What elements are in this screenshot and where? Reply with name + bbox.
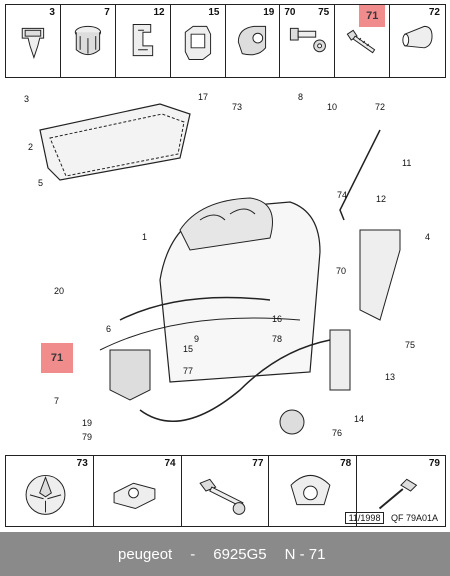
callout-77: 77 bbox=[183, 366, 193, 376]
callout-74: 74 bbox=[337, 190, 347, 200]
exploded-diagram: 1 2 3 4 5 6 7 8 9 10 11 12 13 14 15 16 1… bbox=[24, 92, 430, 442]
part-cell-19: 19 bbox=[226, 5, 281, 77]
callout-4: 4 bbox=[425, 232, 430, 242]
callout-2: 2 bbox=[28, 142, 33, 152]
stamp-ref: QF 79A01A bbox=[390, 513, 438, 523]
callout-73: 73 bbox=[232, 102, 242, 112]
part-cell-78: 78 bbox=[269, 456, 358, 526]
bottom-parts-grid: 73 74 77 78 79 bbox=[5, 455, 446, 527]
bracket-clip-icon bbox=[132, 23, 153, 57]
callout-78: 78 bbox=[272, 334, 282, 344]
part-cell-15: 15 bbox=[171, 5, 226, 77]
callout-19: 19 bbox=[82, 418, 92, 428]
part-cell-73: 73 bbox=[6, 456, 94, 526]
hood-panel bbox=[39, 103, 191, 181]
callout-3: 3 bbox=[24, 94, 29, 104]
callout-8: 8 bbox=[298, 92, 303, 102]
footer-separator: - bbox=[190, 545, 196, 563]
callout-20: 20 bbox=[54, 286, 64, 296]
highlight-71-left: 71 bbox=[41, 343, 73, 373]
callout-79: 79 bbox=[82, 432, 92, 442]
callout-9: 9 bbox=[194, 334, 199, 344]
callout-6: 6 bbox=[106, 324, 111, 334]
bolt-washer-icon bbox=[290, 27, 327, 53]
callout-5: 5 bbox=[38, 178, 43, 188]
callout-7: 7 bbox=[54, 396, 59, 406]
part-number: 15 bbox=[208, 7, 220, 18]
screw-icon bbox=[346, 29, 376, 54]
latch bbox=[109, 349, 151, 401]
callout-16: 16 bbox=[272, 314, 282, 324]
part-number: 78 bbox=[340, 458, 352, 469]
callout-11: 11 bbox=[402, 158, 411, 168]
part-number: 75 bbox=[318, 7, 330, 18]
self-tapping-screw-icon bbox=[198, 478, 245, 515]
part-cell-77: 77 bbox=[182, 456, 270, 526]
top-parts-grid: 3 7 12 15 19 70 75 71 72 bbox=[5, 4, 446, 78]
callout-70: 70 bbox=[336, 266, 346, 276]
part-cell-70: 70 75 bbox=[280, 5, 336, 77]
callout-76: 76 bbox=[332, 428, 342, 438]
callout-12: 12 bbox=[376, 194, 386, 204]
part-number: 19 bbox=[263, 7, 275, 18]
pull-handle bbox=[279, 409, 305, 435]
part-cell-71: 71 bbox=[335, 5, 391, 77]
footer-brand: peugeot bbox=[118, 545, 173, 563]
part-cell-74: 74 bbox=[94, 456, 182, 526]
callout-1: 1 bbox=[142, 232, 147, 242]
stamp-date: 11/1998 bbox=[344, 512, 385, 524]
callout-15: 15 bbox=[183, 344, 193, 354]
footer-ref: N - 71 bbox=[284, 545, 326, 563]
callout-75: 75 bbox=[405, 340, 415, 350]
round-clip-icon bbox=[25, 474, 66, 515]
part-cell-7: 7 bbox=[61, 5, 116, 77]
cable-clip-icon bbox=[290, 474, 331, 506]
part-cell-3: 3 bbox=[6, 5, 61, 77]
part-number: 12 bbox=[153, 7, 165, 18]
part-cell-79: 79 bbox=[357, 456, 445, 526]
release-cable bbox=[139, 339, 331, 422]
bumper-icon bbox=[237, 25, 266, 56]
part-number: 70 bbox=[284, 7, 296, 18]
spring-clip-icon bbox=[184, 25, 211, 60]
footer-bar: peugeot - 6925G5 N - 71 bbox=[0, 532, 450, 576]
callout-17: 17 bbox=[198, 92, 208, 102]
callout-72: 72 bbox=[375, 102, 385, 112]
lever-13 bbox=[329, 329, 351, 391]
clip-icon bbox=[21, 27, 45, 60]
part-number: 79 bbox=[428, 458, 440, 469]
part-cell-72: 72 bbox=[390, 5, 445, 77]
part-number: 77 bbox=[252, 458, 264, 469]
callout-13: 13 bbox=[385, 372, 395, 382]
prop-rod bbox=[339, 129, 381, 221]
callout-14: 14 bbox=[354, 414, 364, 424]
part-number: 7 bbox=[104, 7, 110, 18]
push-pin-icon bbox=[379, 478, 418, 510]
footer-part-number: 6925G5 bbox=[213, 545, 267, 563]
callout-10: 10 bbox=[327, 102, 337, 112]
part-number: 3 bbox=[49, 7, 55, 18]
part-number: 72 bbox=[428, 7, 440, 18]
plug-icon bbox=[402, 25, 433, 49]
rod-clip-icon bbox=[113, 482, 156, 510]
hinge bbox=[359, 229, 401, 321]
part-number: 74 bbox=[164, 458, 176, 469]
drawing-stamp: 11/1998 QF 79A01A bbox=[341, 512, 438, 524]
highlight-71-top: 71 bbox=[359, 5, 386, 27]
grommet-icon bbox=[74, 25, 101, 56]
part-cell-12: 12 bbox=[116, 5, 171, 77]
car-body bbox=[99, 197, 321, 383]
part-number: 73 bbox=[76, 458, 88, 469]
